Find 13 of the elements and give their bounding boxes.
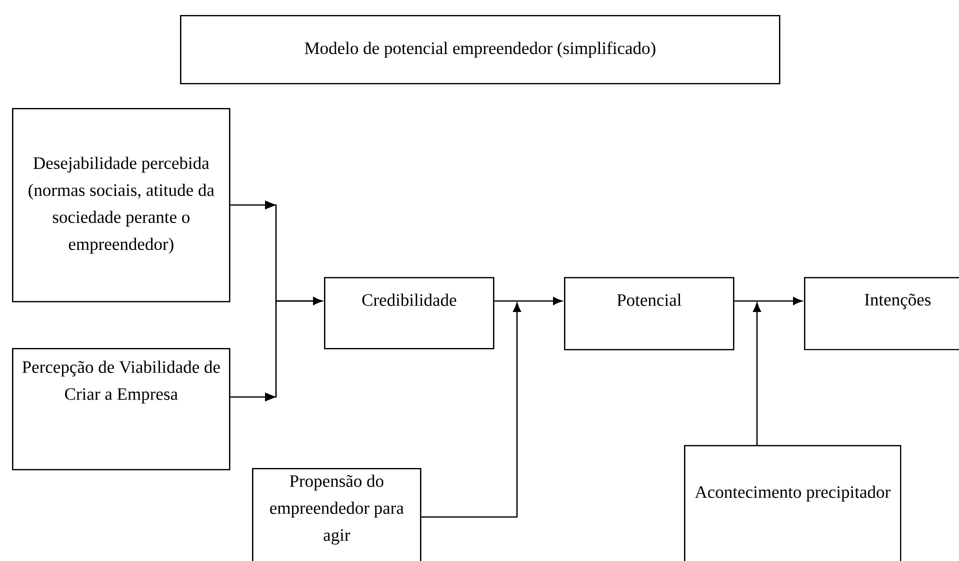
arrow [494, 297, 562, 305]
arrow [734, 297, 802, 305]
arrow [421, 302, 521, 518]
factor-box: Percepção de Viabilidade de Criar a Empresa [12, 348, 230, 470]
process-box: Credibilidade [324, 277, 494, 350]
factor-box: Acontecimento precipitador [684, 445, 902, 561]
arrow [230, 297, 322, 402]
arrow [753, 302, 761, 445]
factor-box: Propensão do empreendedor para agir [252, 468, 422, 561]
title-box: Modelo de potencial empreendedor (simplificado) [180, 15, 780, 84]
process-box: Potencial [564, 277, 734, 350]
process-box: Intenções [804, 277, 959, 350]
factor-box: Desejabilidade percebida (normas sociais, atitude da sociedade perante o empreendedor) [12, 108, 230, 302]
